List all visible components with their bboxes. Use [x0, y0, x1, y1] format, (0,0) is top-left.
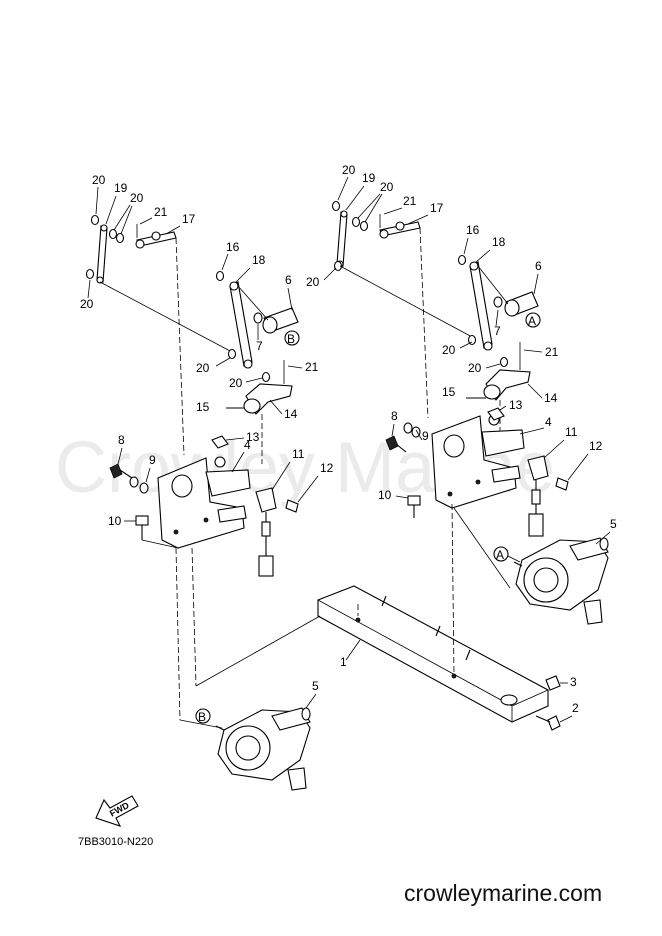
svg-text:18: 18: [252, 253, 266, 267]
connector-line: [175, 547, 181, 721]
svg-text:4: 4: [545, 415, 552, 429]
svg-text:21: 21: [305, 360, 319, 374]
svg-text:14: 14: [284, 407, 298, 421]
motor-right: [513, 537, 609, 625]
svg-text:20: 20: [468, 361, 482, 375]
svg-text:1: 1: [340, 655, 347, 669]
svg-text:11: 11: [292, 447, 305, 461]
svg-text:4: 4: [244, 438, 251, 452]
svg-text:20: 20: [92, 173, 106, 187]
svg-text:15: 15: [196, 400, 210, 414]
svg-text:8: 8: [391, 409, 398, 423]
svg-text:17: 17: [182, 212, 196, 226]
svg-text:9: 9: [149, 453, 156, 467]
svg-text:12: 12: [320, 461, 334, 475]
svg-text:17: 17: [430, 201, 444, 215]
svg-text:14: 14: [544, 391, 558, 405]
svg-text:18: 18: [492, 235, 506, 249]
svg-text:19: 19: [362, 171, 376, 185]
svg-text:20: 20: [130, 191, 144, 205]
svg-text:20: 20: [306, 275, 320, 289]
svg-text:B: B: [198, 710, 206, 724]
svg-text:21: 21: [154, 205, 168, 219]
svg-text:20: 20: [229, 376, 243, 390]
svg-text:7: 7: [256, 339, 263, 353]
svg-text:16: 16: [466, 223, 480, 237]
reference-marker-b-lower: B: [195, 708, 211, 724]
svg-text:9: 9: [422, 429, 429, 443]
svg-text:19: 19: [114, 181, 128, 195]
svg-text:20: 20: [380, 180, 394, 194]
svg-text:13: 13: [509, 398, 523, 412]
motor-left: [215, 707, 311, 791]
svg-text:3: 3: [570, 675, 577, 689]
svg-text:21: 21: [403, 194, 417, 208]
svg-text:5: 5: [610, 517, 617, 531]
cross-bar: [317, 585, 561, 731]
svg-text:20: 20: [196, 361, 210, 375]
svg-text:7: 7: [494, 324, 501, 338]
reference-marker-b-upper: B: [284, 330, 300, 346]
svg-text:20: 20: [80, 297, 94, 311]
svg-text:10: 10: [378, 488, 392, 502]
fwd-arrow-icon: FWD: [95, 795, 139, 827]
svg-text:15: 15: [442, 385, 456, 399]
reference-marker-a-left: A: [493, 546, 521, 563]
svg-text:20: 20: [342, 163, 356, 177]
svg-text:21: 21: [545, 345, 559, 359]
svg-text:13: 13: [246, 430, 260, 444]
svg-text:A: A: [496, 548, 504, 562]
left-linkage-assembly: [85, 214, 299, 577]
website-link[interactable]: crowleymarine.com: [404, 880, 603, 906]
svg-text:B: B: [287, 332, 295, 346]
svg-text:16: 16: [226, 240, 240, 254]
svg-text:5: 5: [312, 679, 319, 693]
svg-text:11: 11: [565, 425, 578, 439]
svg-text:8: 8: [118, 433, 125, 447]
diagram-code: 7BB3010-N220: [78, 836, 154, 848]
svg-text:2: 2: [572, 701, 579, 715]
svg-text:20: 20: [442, 343, 456, 357]
callouts: 20 19 20 21 17 20 16 18 6 7 20 20 21 15 …: [80, 163, 617, 723]
svg-text:10: 10: [108, 514, 122, 528]
svg-text:6: 6: [535, 259, 542, 273]
reference-marker-a-right: A: [525, 312, 541, 328]
svg-text:12: 12: [589, 439, 603, 453]
svg-text:A: A: [528, 314, 536, 328]
svg-text:6: 6: [285, 273, 292, 287]
right-linkage-assembly: [331, 200, 569, 537]
